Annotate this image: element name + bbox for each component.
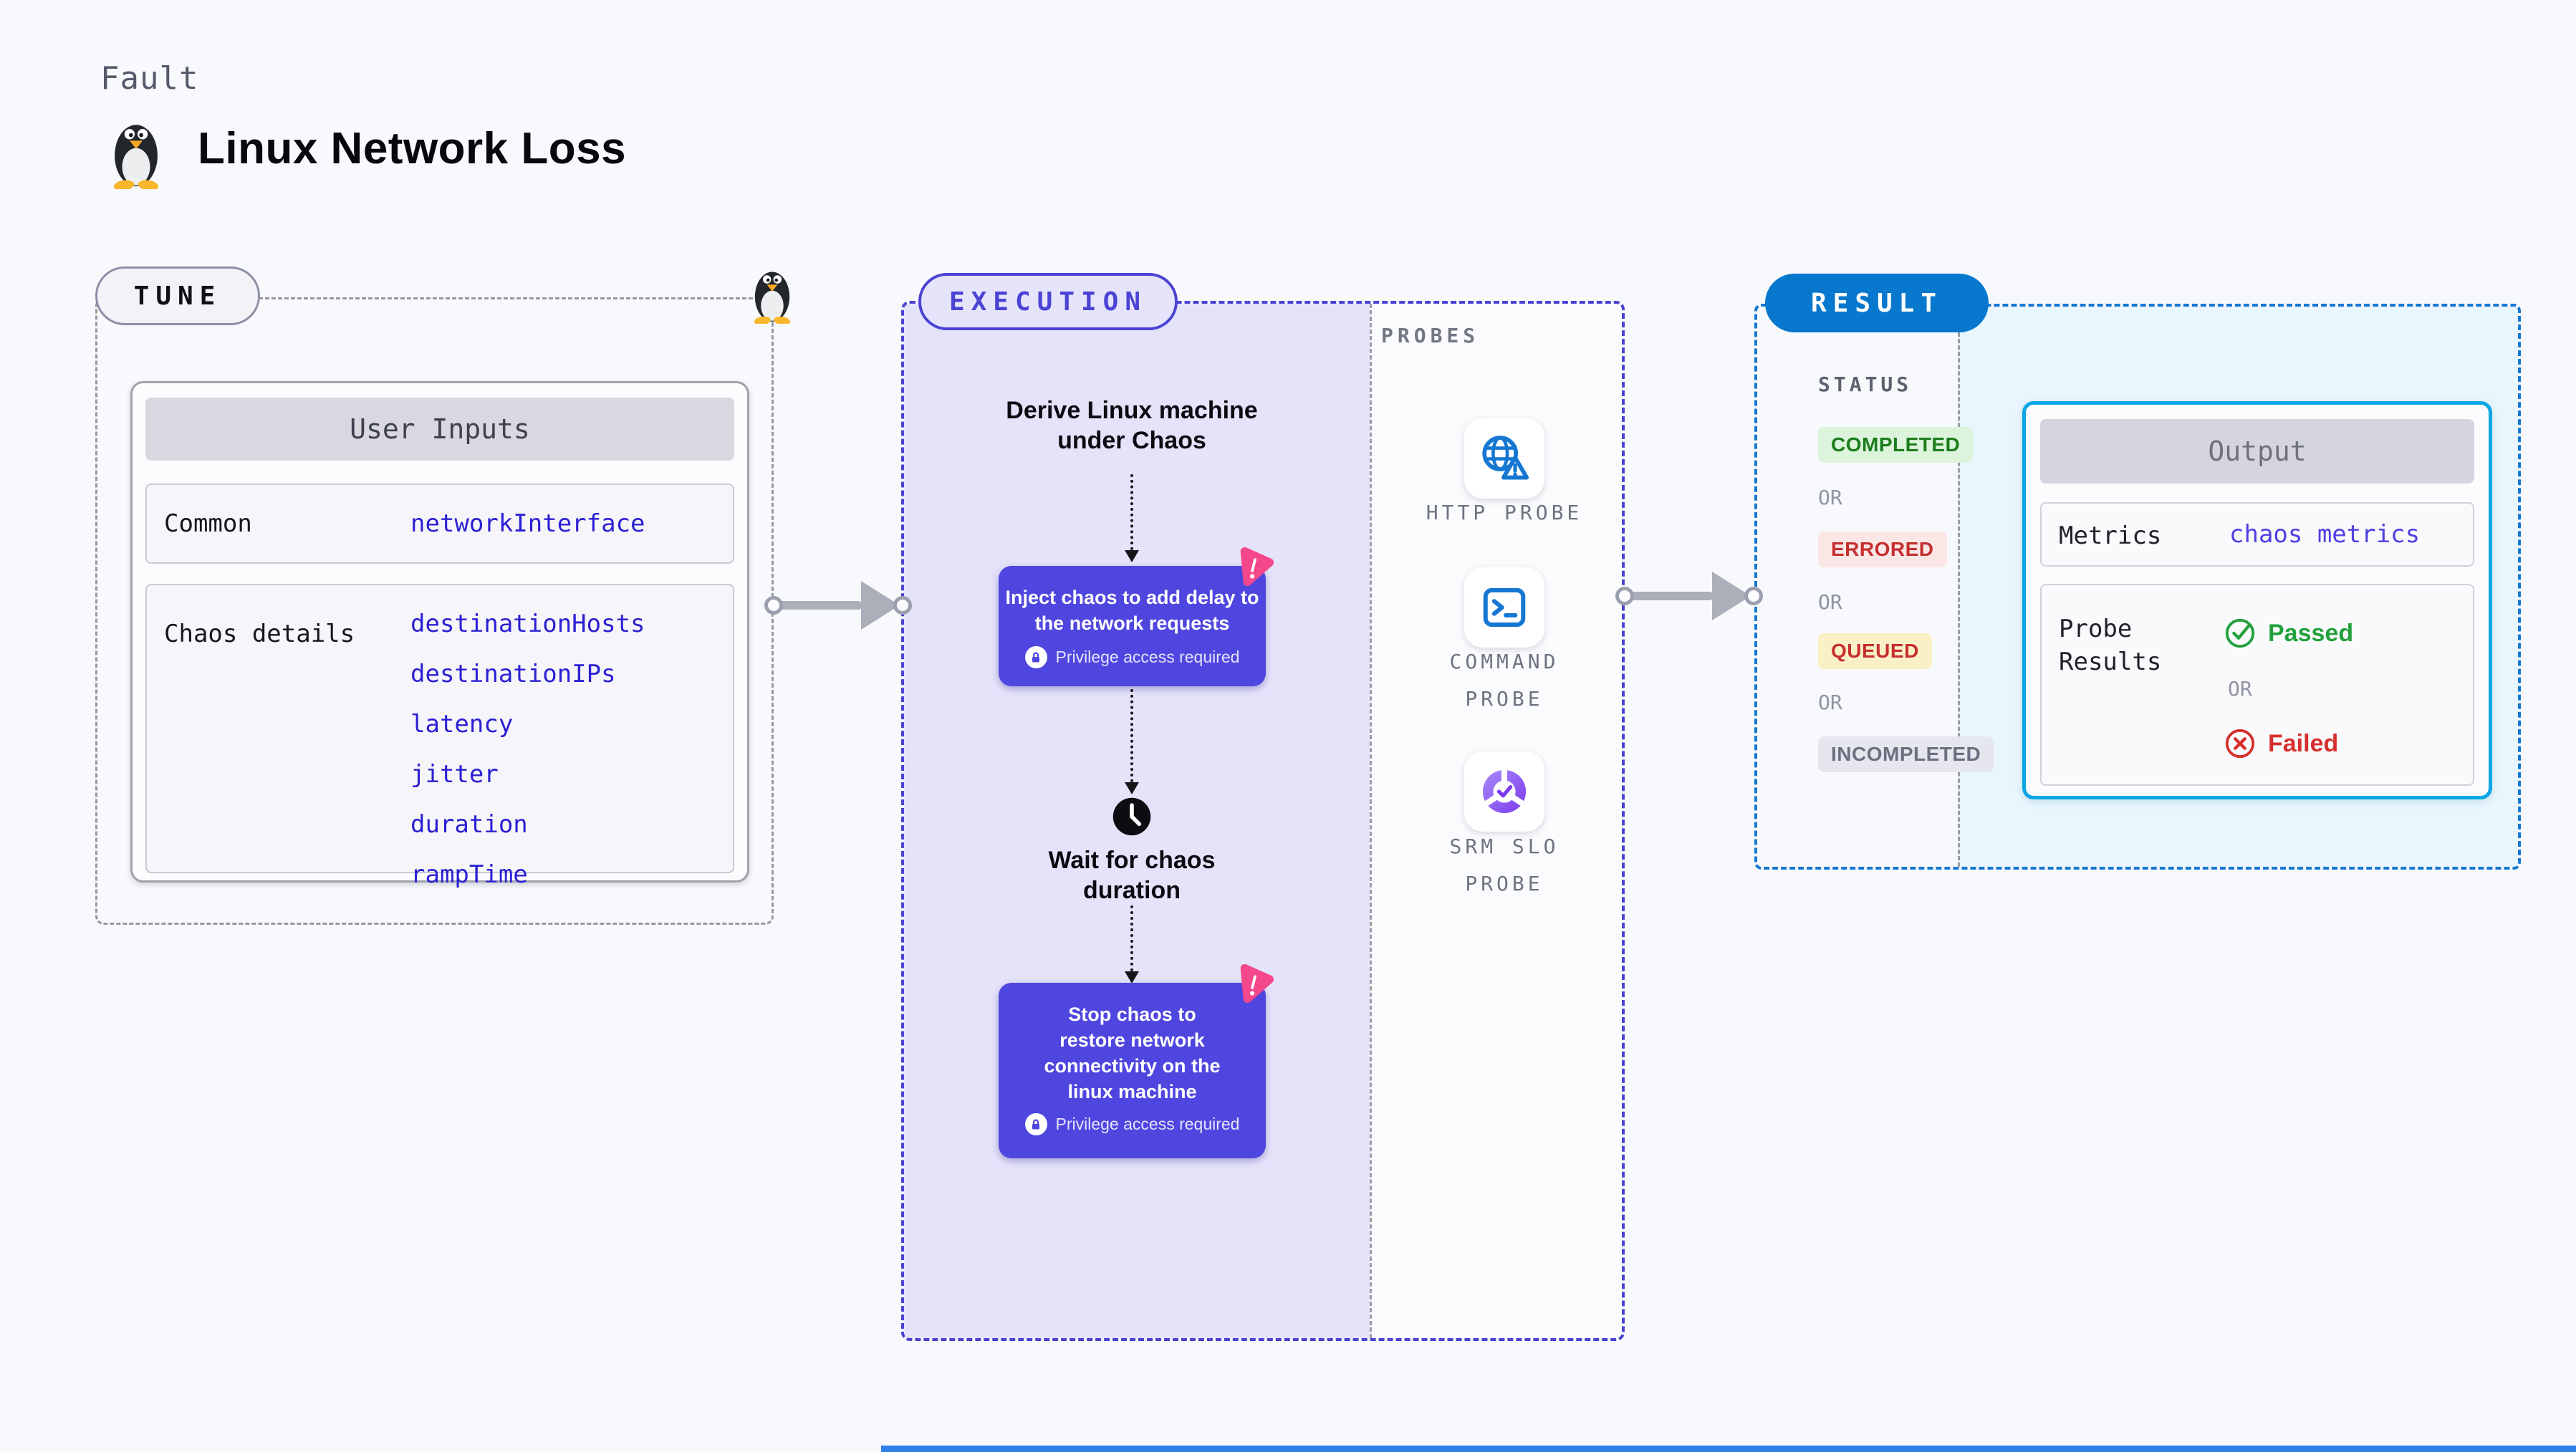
privilege-note: Privilege access required [1055, 1115, 1240, 1133]
passed-check-icon [2225, 618, 2255, 648]
http-probe-card [1464, 418, 1544, 499]
tune-pill: TUNE [95, 266, 260, 325]
result-pill: RESULT [1765, 274, 1989, 332]
command-probe-card [1464, 567, 1544, 648]
lock-icon [1024, 646, 1047, 668]
metrics-row: Metrics chaos metrics [2040, 502, 2474, 567]
wait-clock-icon [1112, 797, 1151, 836]
chaos-logo-icon [1240, 963, 1274, 1004]
or-separator: OR [2228, 677, 2252, 701]
flow-arrow-head [1125, 971, 1139, 984]
lock-icon [1024, 1113, 1047, 1135]
srm-slo-probe-card [1464, 751, 1544, 832]
flow-arrow-head [1125, 782, 1139, 794]
input-value: latency [410, 710, 514, 739]
user-inputs-card: User Inputs Common networkInterface Chao… [130, 381, 749, 889]
tune-to-execution-arrow [778, 601, 862, 610]
status-badge-errored: ERRORED [1818, 532, 1947, 567]
probes-label: PROBES [1381, 324, 1480, 347]
input-row-common: Common networkInterface [145, 484, 734, 564]
srm-slo-probe-label: SRM SLO PROBE [1449, 835, 1559, 895]
input-value: destinationIPs [410, 660, 616, 688]
flow-dotted-line [1130, 905, 1133, 971]
stop-chaos-step: Stop chaos to restore network connectivi… [999, 983, 1266, 1158]
privilege-note: Privilege access required [1055, 648, 1240, 666]
slo-pie-icon [1482, 768, 1527, 814]
status-badge-incompleted: INCOMPLETED [1818, 736, 1994, 772]
connector-dot [764, 596, 783, 615]
http-probe-label: HTTP PROBE [1426, 501, 1583, 524]
wait-step-text: Wait for chaos duration [1048, 847, 1216, 904]
page-title: Linux Network Loss [198, 124, 627, 173]
connector-dot [893, 596, 912, 615]
input-value: destinationHosts [410, 610, 645, 638]
derive-step-text: Derive Linux machine under Chaos [1006, 397, 1258, 454]
terminal-icon [1483, 587, 1526, 628]
input-value: jitter [410, 760, 499, 789]
input-value: rampTime [410, 860, 528, 889]
probe-results-row: Probe Results Passed OR Failed [2040, 584, 2474, 786]
metrics-label: Metrics [2059, 521, 2162, 550]
command-probe-label: COMMAND PROBE [1449, 650, 1559, 711]
probe-results-label: Probe Results [2059, 615, 2162, 676]
user-inputs-title: User Inputs [145, 398, 734, 461]
chaos-logo-icon [1240, 547, 1274, 587]
status-badge-queued: QUEUED [1818, 633, 1932, 669]
flow-dotted-line [1130, 474, 1133, 550]
input-value: duration [410, 810, 528, 839]
passed-verdict: Passed [2224, 617, 2353, 650]
output-title: Output [2040, 419, 2474, 484]
inject-chaos-step: Inject chaos to add delay to the network… [999, 566, 1266, 686]
input-row-label: Common [164, 509, 252, 538]
status-badge-completed: COMPLETED [1818, 427, 1974, 463]
failed-verdict: Failed [2224, 727, 2338, 760]
input-row-chaos-details: Chaos details destinationHosts destinati… [145, 584, 734, 889]
input-value: networkInterface [410, 509, 645, 538]
status-label: STATUS [1818, 372, 1913, 396]
metrics-value: chaos metrics [2229, 520, 2421, 549]
linux-penguin-icon-small [754, 271, 791, 324]
or-separator: OR [1818, 590, 1842, 614]
probes-to-result-arrow [1629, 592, 1714, 600]
connector-dot [1615, 587, 1634, 605]
connector-dot [1744, 587, 1763, 605]
flow-arrow-head [1125, 550, 1139, 562]
bottom-edge-bar [881, 1446, 2576, 1452]
or-separator: OR [1818, 691, 1842, 714]
failed-cross-icon [2225, 729, 2255, 759]
flow-dotted-line [1130, 689, 1133, 782]
execution-pill: EXECUTION [918, 273, 1178, 330]
or-separator: OR [1818, 486, 1842, 509]
globe-alert-icon [1482, 436, 1529, 480]
output-card: Output Metrics chaos metrics Probe Resul… [2022, 401, 2492, 799]
linux-penguin-icon [113, 125, 159, 189]
fault-kicker: Fault [100, 60, 199, 97]
input-row-label: Chaos details [164, 620, 355, 648]
